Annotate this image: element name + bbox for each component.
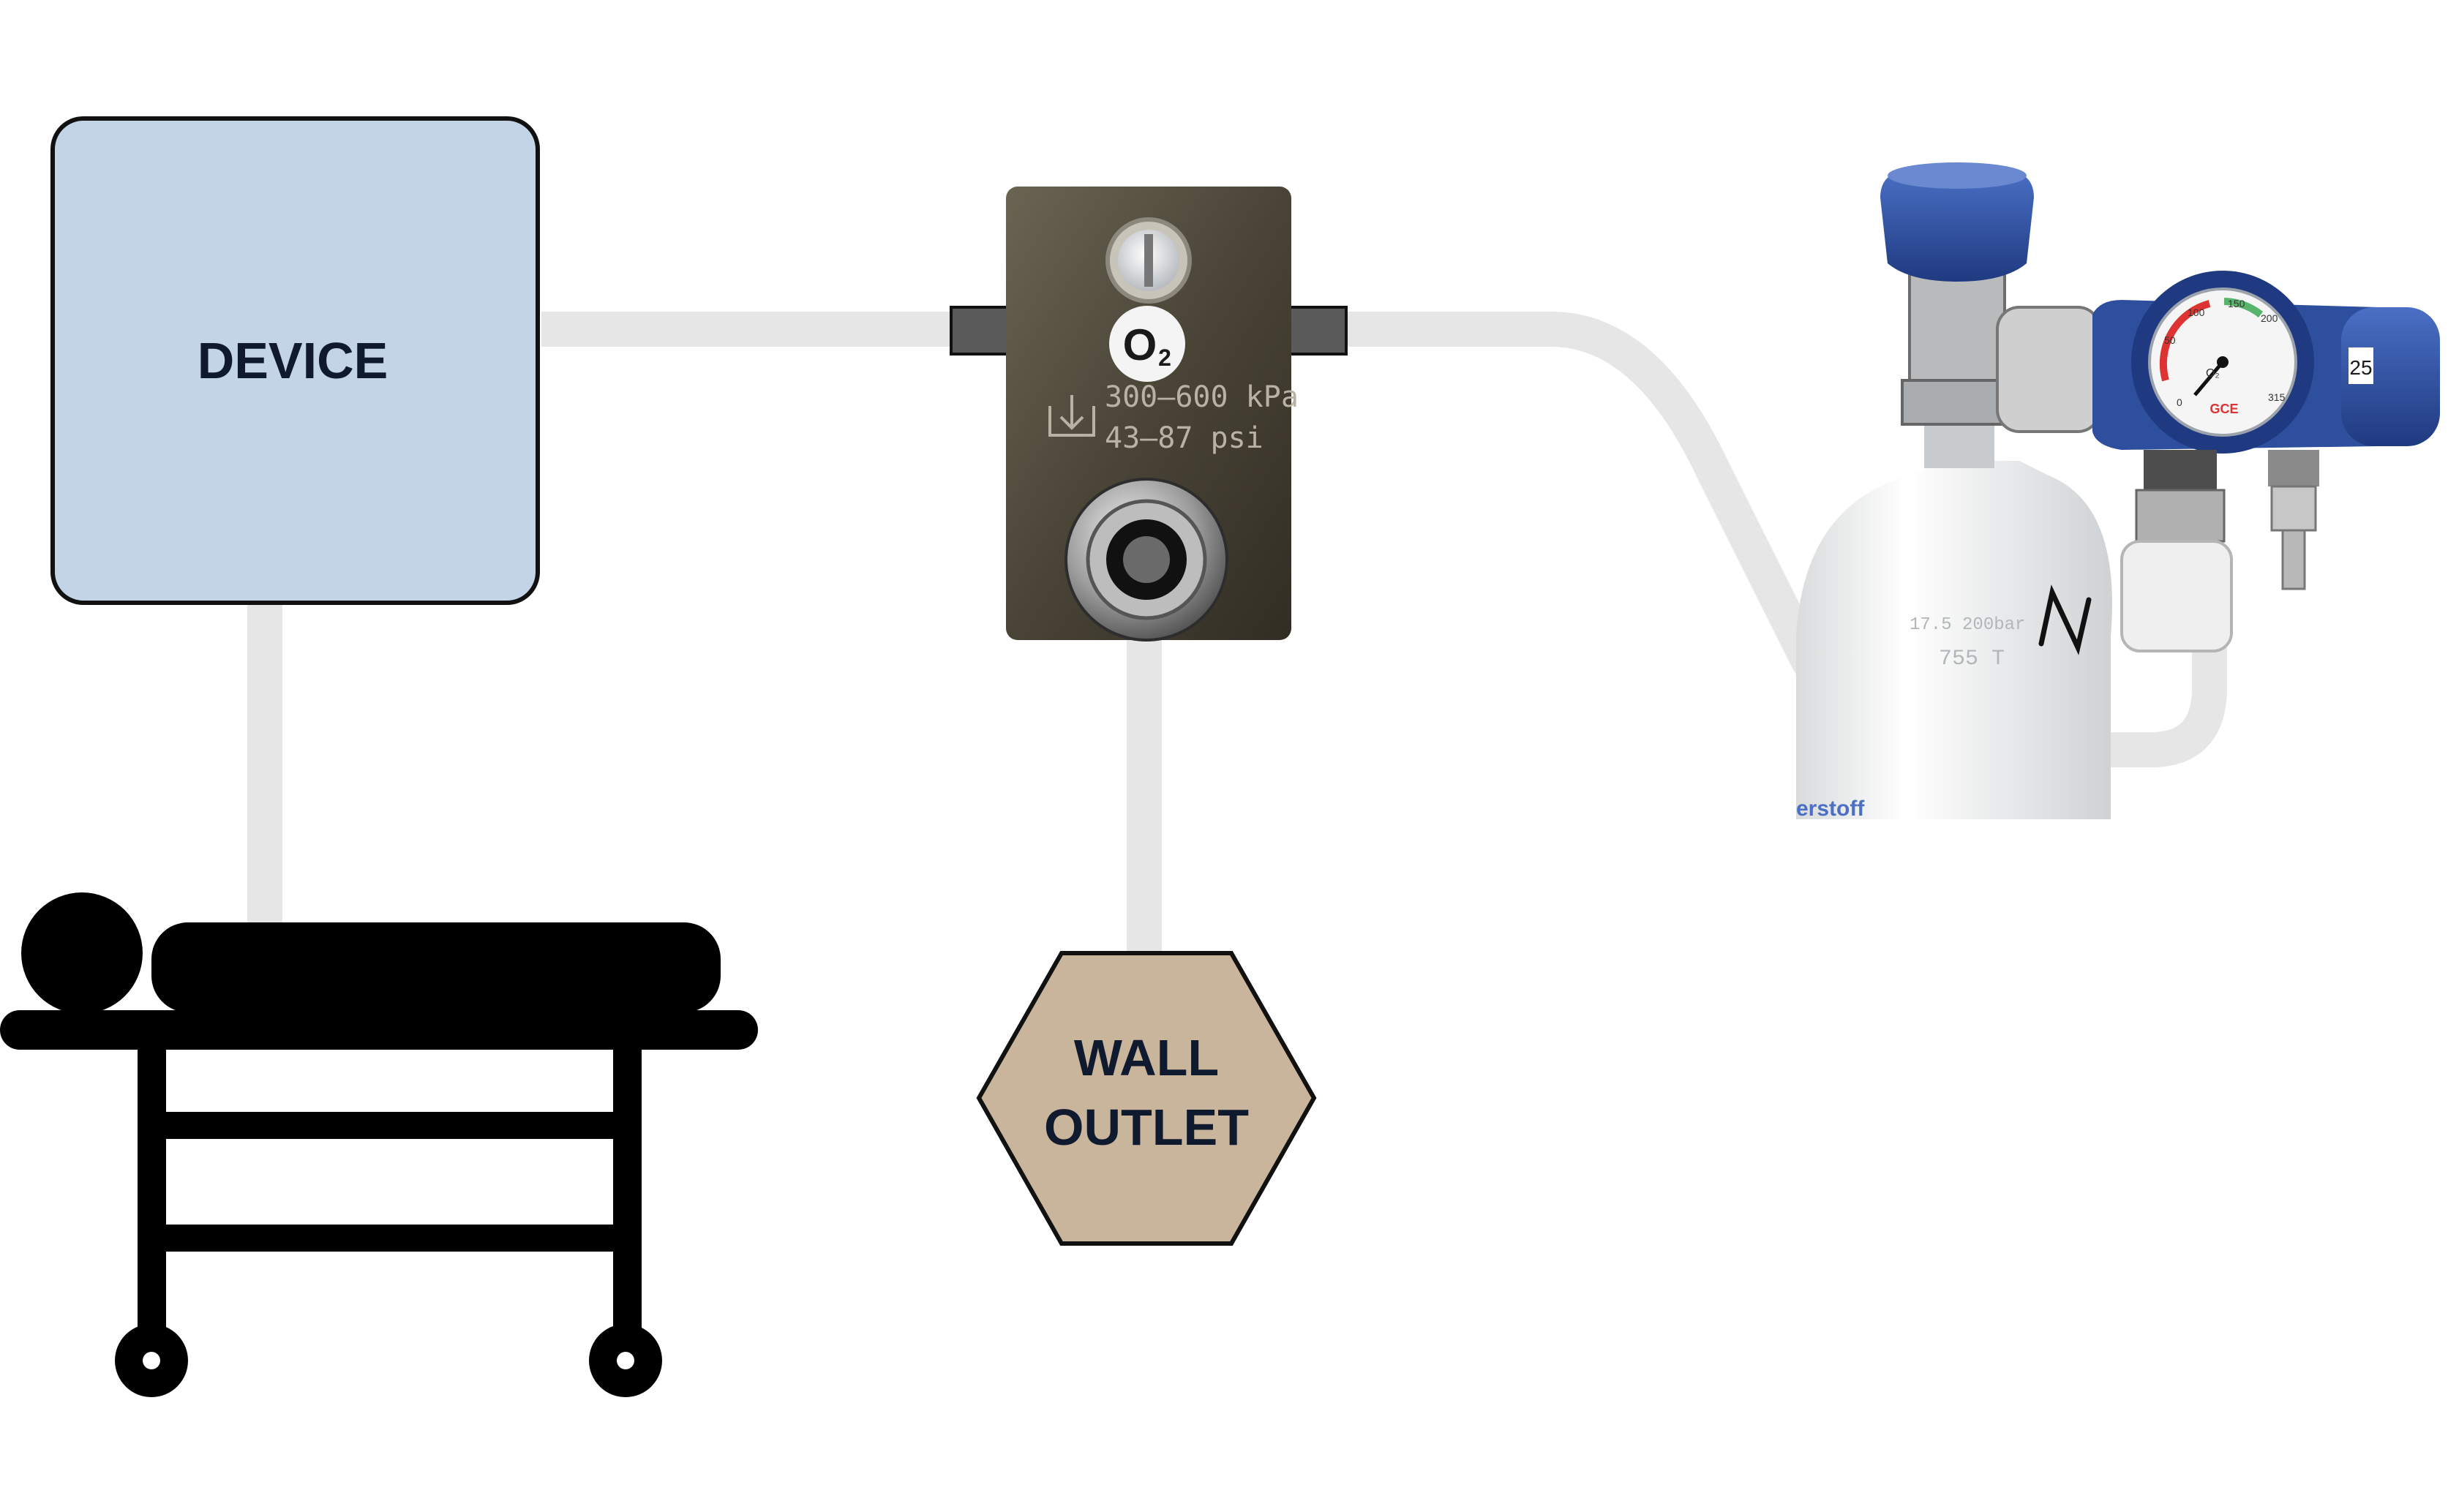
wall-outlet-hexagon (976, 951, 1317, 1246)
gauge-scale-200: 200 (2261, 312, 2278, 324)
pressure-psi-label: 43–87 psi (1105, 421, 1264, 455)
gauge-scale-150: 150 (2228, 298, 2245, 309)
o2-symbol: O (1123, 320, 1157, 369)
valve-connector-left (950, 306, 1010, 356)
wall-outlet-label-line2: OUTLET (1044, 1099, 1249, 1156)
wheel-left (115, 1324, 188, 1397)
gauge-brand-label: GCE (2209, 402, 2238, 416)
handwritten-n-mark (2038, 584, 2092, 655)
regulator-outlet-fitting (2120, 450, 2233, 652)
cylinder-text-3: 17.5 200bar (1910, 615, 2025, 635)
wall-outlet-label-line1: WALL (1074, 1029, 1219, 1086)
stretcher-leg-left (138, 1046, 166, 1346)
device-node: DEVICE (50, 116, 540, 605)
patient-on-stretcher-icon (0, 892, 758, 1397)
inlet-arrow-icon (1048, 395, 1095, 437)
stretcher-top (0, 1010, 758, 1050)
regulator-gauge: 0 50 100 150 200 315 O₂ GCE (2131, 271, 2314, 454)
patient-body (151, 922, 721, 1012)
gauge-scale-315: 315 (2268, 391, 2286, 403)
valve-pressure-gauge (1105, 217, 1192, 304)
cylinder-text-1: erstoff (1796, 797, 1865, 821)
wheel-right (589, 1324, 662, 1397)
cylinder-body (1796, 461, 2112, 819)
gauge-scale-0: 0 (2177, 396, 2182, 408)
regulator-handwheel (1996, 306, 2101, 433)
device-box (50, 116, 540, 605)
o2-valve-block: O 2 300–600 kPa 43–87 psi (950, 187, 1348, 642)
wall-outlet-node: WALL OUTLET (976, 951, 1317, 1246)
cylinder-top-knob (1880, 162, 2034, 282)
valve-connector-right (1288, 306, 1348, 356)
gauge-scale-50: 50 (2164, 334, 2176, 346)
gauge-scale-100: 100 (2188, 306, 2205, 318)
flow-setting-cap: 25 (2341, 307, 2440, 446)
cylinder-text-2: 755 T (1939, 647, 2005, 672)
patient-head (21, 892, 143, 1014)
device-label: DEVICE (198, 332, 388, 389)
flow-setting-label: 25 (2349, 356, 2372, 379)
hose-barb-nozzle (2268, 450, 2319, 590)
o2-badge: O 2 (1109, 306, 1185, 382)
stretcher-rail-upper (138, 1112, 642, 1139)
pressure-kpa-label: 300–600 kPa (1105, 380, 1299, 414)
gauge-gas-label: O₂ (2206, 367, 2220, 380)
o2-subscript: 2 (1158, 345, 1171, 371)
valve-inlet-fitting (1065, 478, 1228, 642)
stretcher-leg-right (613, 1046, 642, 1346)
stretcher-rail-lower (138, 1225, 642, 1252)
oxygen-cylinder-with-regulator: erstoff 755 T 17.5 200bar 25 (1796, 162, 2440, 821)
